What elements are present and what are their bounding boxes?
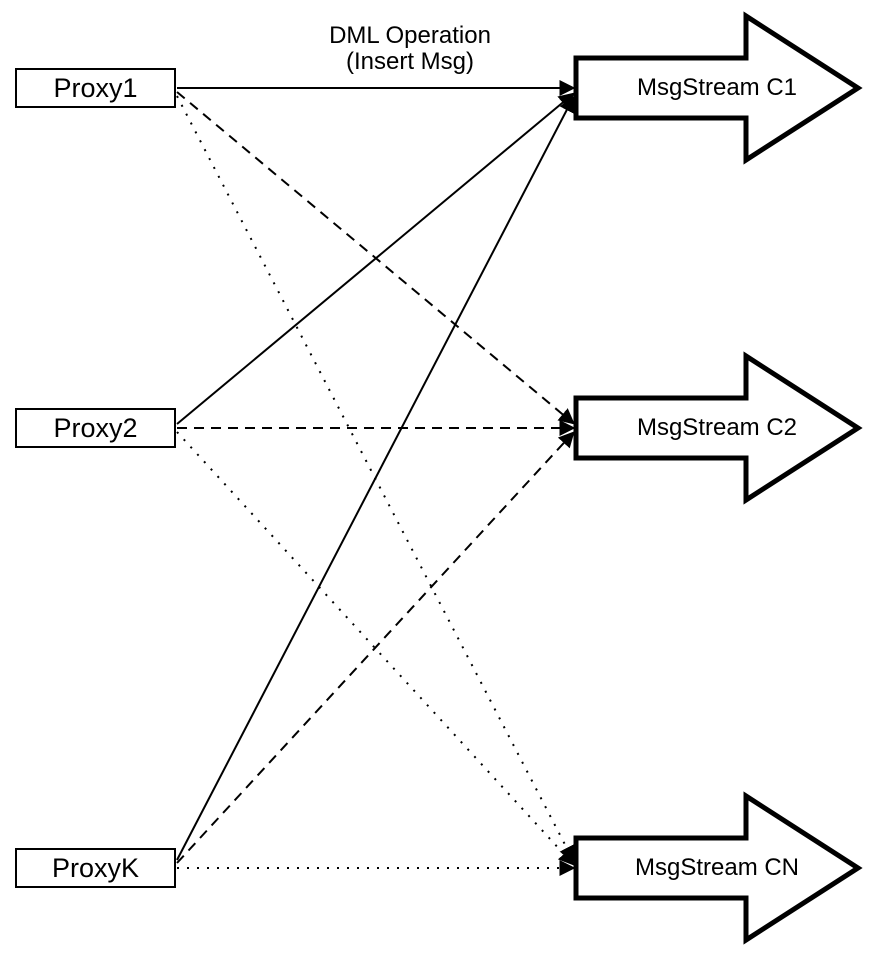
msgstream-c2-arrow-shape (573, 351, 863, 505)
connector-proxyk-to-c2 (176, 431, 575, 864)
proxyk-label: ProxyK (51, 852, 140, 883)
msgstream-cn-arrow-shape (573, 791, 863, 945)
dml-operation-label-line2: (Insert Msg) (345, 48, 474, 75)
dml-operation-label-line1: DML Operation (329, 22, 491, 49)
proxy2-node: Proxy2 (15, 408, 176, 448)
proxy1-label: Proxy1 (53, 72, 138, 103)
connector-proxy1-to-c2 (176, 91, 575, 425)
dml-operation-label: DML Operation (Insert Msg) (260, 23, 560, 75)
connector-proxyk-to-c1 (176, 95, 575, 861)
msgstream-c1-arrow-shape (573, 11, 863, 165)
proxy2-label: Proxy2 (53, 412, 138, 443)
proxy1-node: Proxy1 (15, 68, 176, 108)
proxyk-node: ProxyK (15, 848, 176, 888)
connector-proxy2-to-c1 (176, 92, 575, 425)
